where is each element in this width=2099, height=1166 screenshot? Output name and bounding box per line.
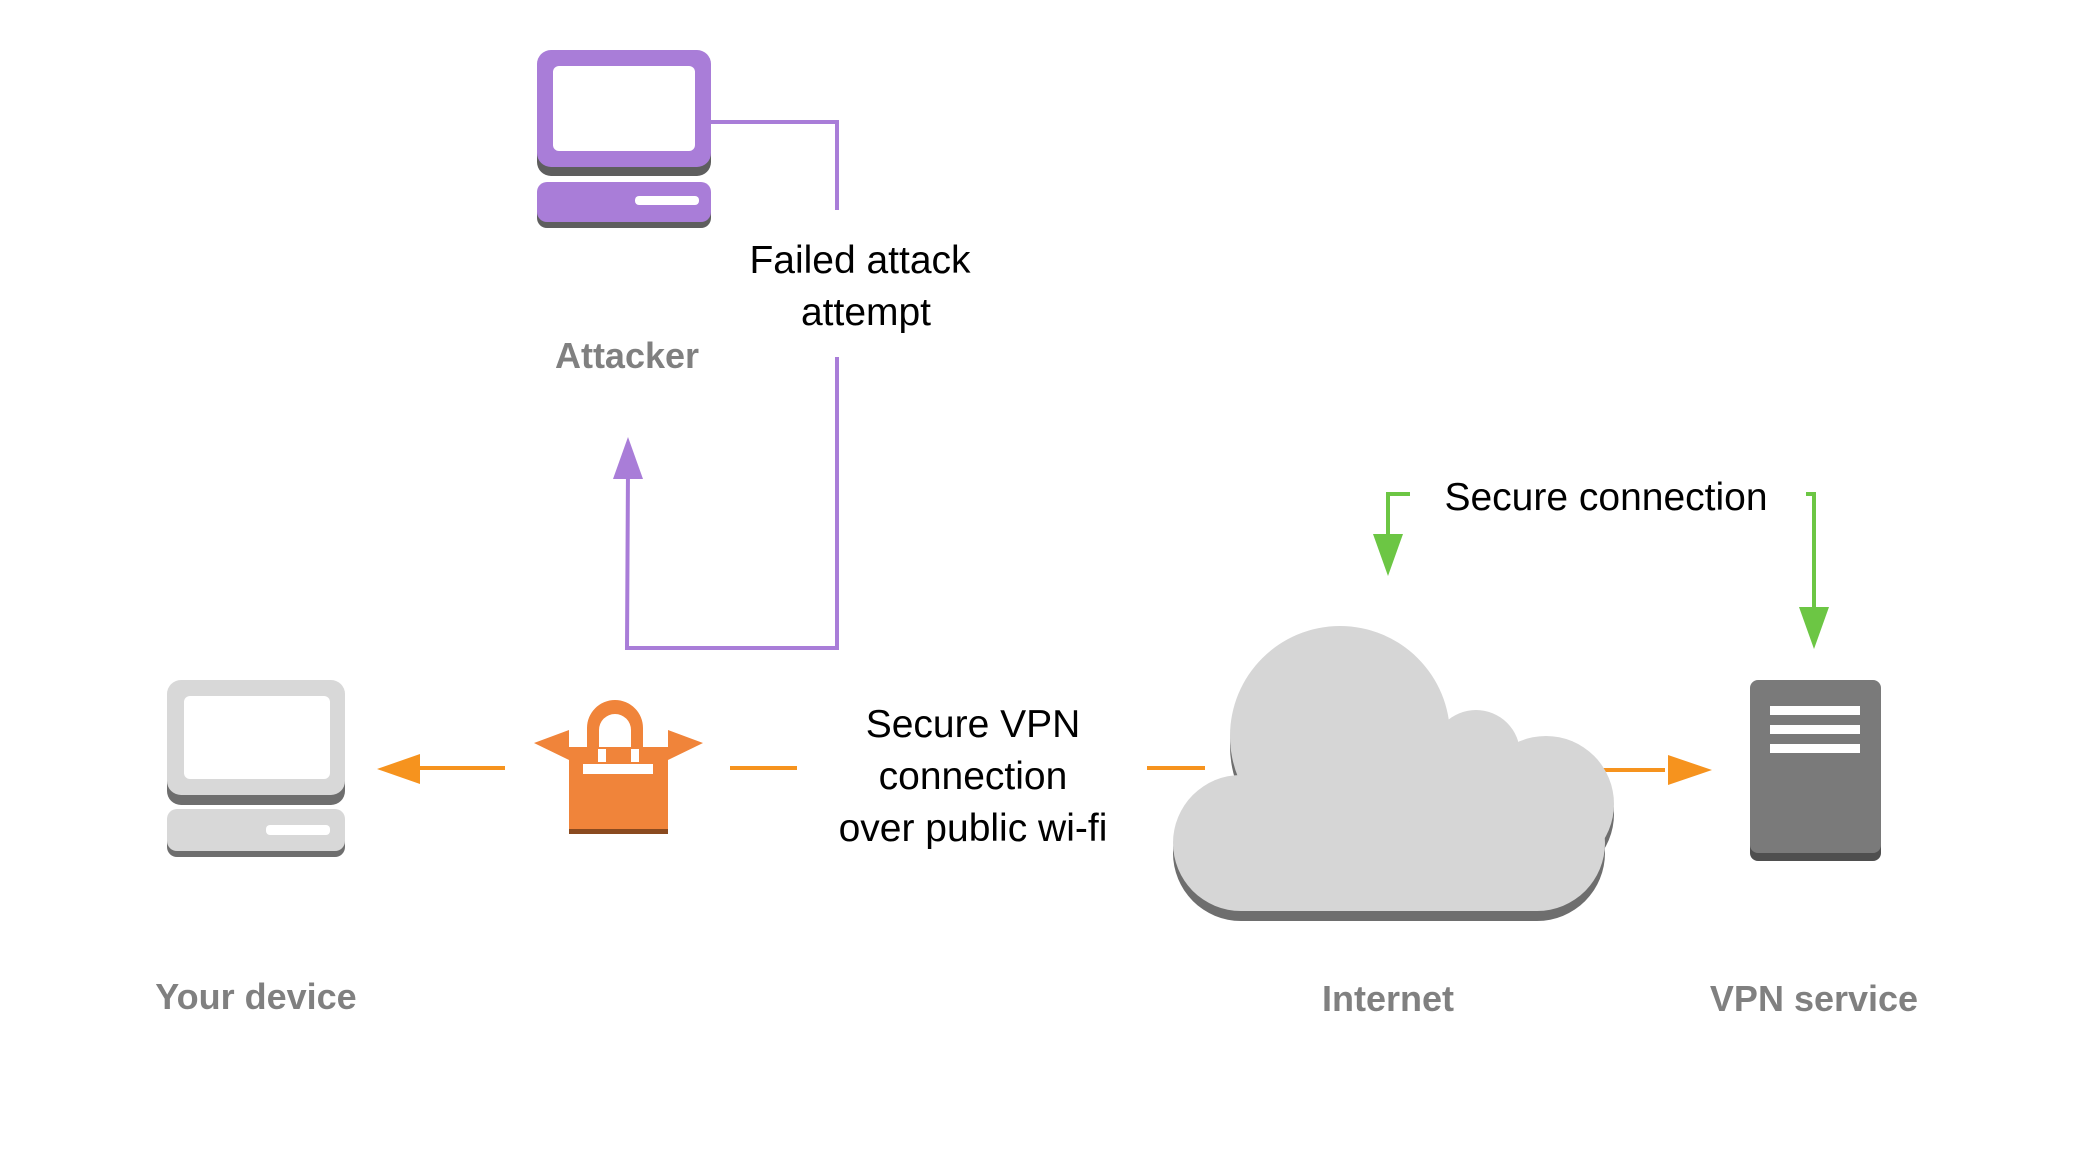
attacker-computer-icon [537, 50, 711, 228]
failed-attack-path [624, 120, 839, 650]
failed-attack-arrowhead-icon [613, 437, 643, 479]
vpn-arrow-left-icon [377, 754, 420, 784]
secure-vpn-label-line1: Secure VPN [866, 703, 1081, 746]
secure-connection-label: Secure connection [1444, 476, 1767, 519]
failed-attack-label-line2: attempt [801, 291, 931, 334]
vpn-server-icon [1750, 680, 1881, 861]
secure-arrow-internet-icon [1373, 534, 1403, 576]
attacker-label: Attacker [555, 335, 699, 376]
your-device-computer-icon [167, 680, 345, 857]
vpn-arrow-right-icon [1668, 755, 1712, 785]
secure-connection-path [1386, 492, 1816, 612]
internet-cloud-body [1173, 626, 1614, 911]
secure-vpn-label-line2: connection [879, 755, 1068, 798]
vpn-service-label: VPN service [1710, 978, 1918, 1019]
internet-label: Internet [1322, 978, 1454, 1019]
failed-attack-label-line1: Failed attack [749, 239, 971, 282]
vpn-tunnel-path [410, 766, 1665, 772]
secure-vpn-label-line3: over public wi-fi [839, 807, 1108, 850]
your-device-label: Your device [155, 976, 356, 1017]
secure-arrow-vpn-icon [1799, 607, 1829, 649]
vpn-lock-icon [534, 700, 703, 834]
